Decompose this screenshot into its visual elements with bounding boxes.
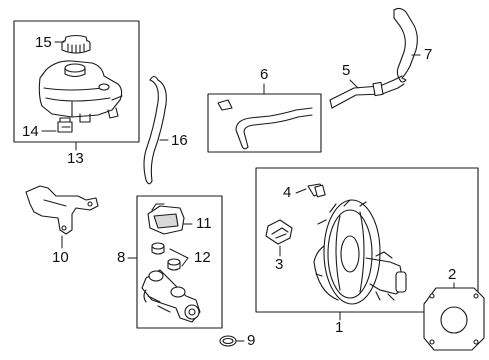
callout-1: 1: [335, 319, 344, 336]
mounting-bracket: [25, 185, 99, 235]
callout-8: 8: [117, 249, 126, 266]
master-cylinder: [141, 269, 201, 323]
callout-3: 3: [275, 256, 284, 273]
vacuum-hose-7: [393, 7, 418, 83]
callout-15: 15: [35, 34, 52, 51]
brake-booster: [313, 199, 407, 305]
callout-5: 5: [342, 62, 351, 79]
booster-group-box: [255, 167, 479, 313]
check-valve: [307, 183, 326, 198]
retaining-clip: [265, 219, 293, 245]
callout-16: 16: [171, 132, 188, 149]
leader-lines: [41, 41, 455, 342]
reservoir-cap: [61, 34, 91, 54]
callout-6: 6: [260, 66, 269, 83]
level-sensor: [57, 117, 73, 133]
pressure-sensor: [147, 203, 185, 235]
callout-13: 13: [67, 150, 84, 167]
booster-gasket: [423, 287, 485, 351]
callout-11: 11: [196, 215, 212, 232]
master-cylinder-group-box: [136, 195, 223, 329]
callout-9: 9: [247, 332, 256, 349]
vacuum-hose-5: [329, 75, 405, 109]
fluid-reservoir: [38, 60, 123, 123]
o-ring: [219, 335, 237, 347]
grommet-seals: [151, 242, 181, 271]
vacuum-hose-6: [217, 99, 313, 150]
callout-10: 10: [52, 249, 69, 266]
callout-14: 14: [22, 123, 39, 140]
callout-7: 7: [424, 46, 433, 63]
vacuum-hose-16: [143, 75, 167, 185]
callout-12: 12: [194, 249, 211, 266]
callout-4: 4: [283, 184, 292, 201]
callout-2: 2: [448, 266, 457, 283]
